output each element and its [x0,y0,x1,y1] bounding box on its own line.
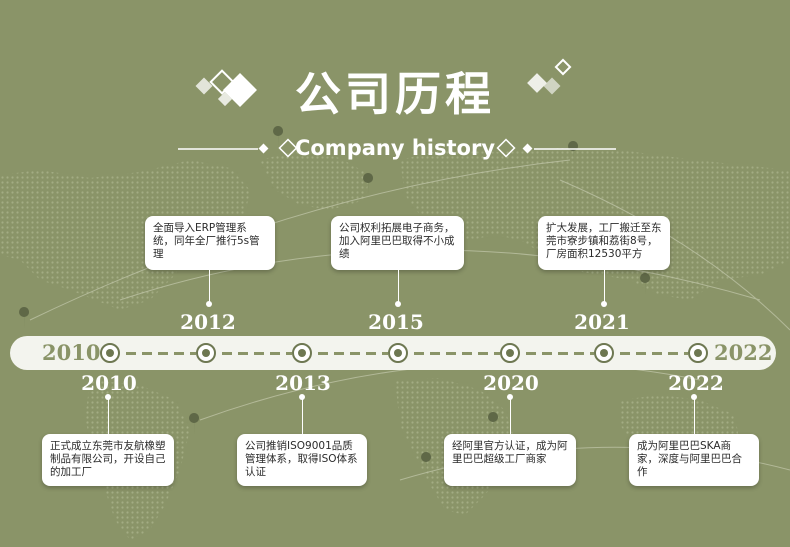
timeline-dash [620,352,688,355]
page-title: 公司历程 [295,67,495,121]
title-diamonds-left-icon [195,69,257,107]
event-stem-dot [206,301,212,307]
event-stem-dot [691,394,697,400]
event-year-2021: 2021 [574,310,630,334]
timeline-node-2021 [594,343,614,363]
event-stem-dot [105,394,111,400]
title-diamonds-right-icon [527,58,572,95]
event-box-2010: 正式成立东莞市友航橡塑制品有限公司，开设自己的加工厂 [42,434,174,486]
timeline-node-2020 [500,343,520,363]
timeline-node-2013 [292,343,312,363]
timeline-start-year: 2010 [42,340,101,365]
timeline-dash [526,352,594,355]
event-box-2020: 经阿里官方认证，成为阿里巴巴超级工厂商家 [444,434,576,486]
timeline-dash [126,352,196,355]
timeline-node-2015 [388,343,408,363]
event-box-2022: 成为阿里巴巴SKA商家，深度与阿里巴巴合作 [629,434,759,486]
event-box-2021: 扩大发展，工厂搬迁至东莞市寮步镇和荔街8号，厂房面积12530平方 [538,216,670,270]
page-subtitle: Company history [294,136,496,160]
event-stem [604,270,605,303]
event-stem-dot [395,301,401,307]
timeline-node-2022 [688,343,708,363]
event-stem [694,398,695,434]
subtitle-line-left-icon [178,138,298,158]
event-stem [108,398,109,434]
event-stem [398,270,399,303]
event-box-2012: 全面导入ERP管理系统，同年全厂推行5s管理 [145,216,275,270]
event-stem [209,270,210,303]
event-year-2010: 2010 [81,371,137,395]
event-year-2013: 2013 [275,371,331,395]
event-year-2012: 2012 [180,310,236,334]
timeline-dash [222,352,292,355]
event-year-2020: 2020 [483,371,539,395]
timeline-dash [414,352,500,355]
timeline-node-2012 [196,343,216,363]
event-stem-dot [601,301,607,307]
event-stem [302,398,303,434]
event-year-2022: 2022 [668,371,724,395]
timeline-end-year: 2022 [714,340,773,365]
event-box-2015: 公司权利拓展电子商务，加入阿里巴巴取得不小成绩 [331,216,464,270]
event-stem-dot [507,394,513,400]
event-stem-dot [299,394,305,400]
timeline-node-2010 [100,343,120,363]
event-box-2013: 公司推销ISO9001品质管理体系，取得ISO体系认证 [237,434,367,486]
subtitle-line-right-icon [496,138,616,158]
event-year-2015: 2015 [368,310,424,334]
timeline-dash [318,352,388,355]
event-stem [510,398,511,434]
